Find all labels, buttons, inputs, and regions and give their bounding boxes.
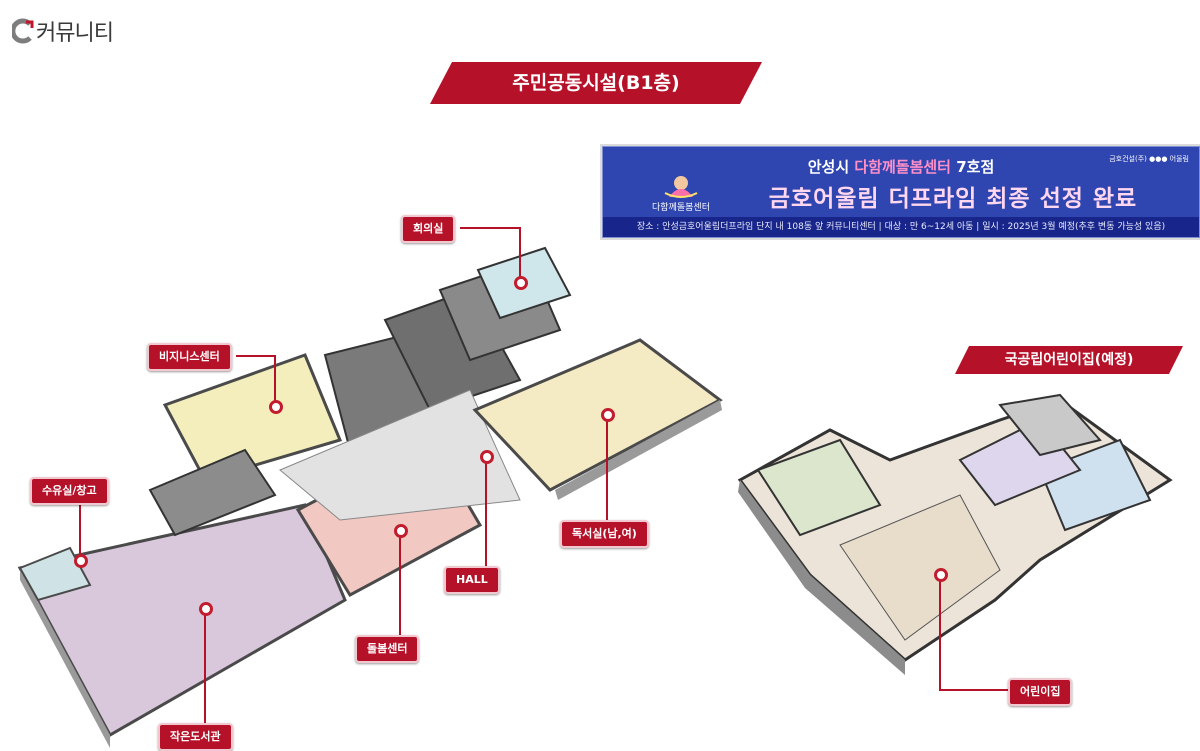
label-leader-lines (79, 227, 1010, 728)
nursery-section-text: 국공립어린이집(예정) (1004, 352, 1134, 368)
announcement-banner: 금호건설(주) ●●● 어울림 안성시 다함께돌봄센터 7호점 다함께돌봄센터 … (602, 146, 1200, 238)
logo-mark-icon (12, 18, 34, 44)
label-meeting-room: 회의실 (401, 215, 456, 243)
daycare-marker (934, 568, 948, 582)
small-library-marker (199, 602, 213, 616)
label-business-center: 비지니스센터 (147, 343, 232, 371)
announcement-main-text: 금호어울림 더프라임 최종 선정 완료 (768, 186, 1138, 212)
nursing-room-marker (74, 554, 88, 568)
label-care-center: 돌봄센터 (355, 635, 420, 663)
logo-text: 커뮤니티 (36, 21, 114, 46)
care-center-logo-text: 다함께돌봄센터 (652, 203, 710, 213)
label-reading-room: 독서실(남,여) (560, 520, 649, 548)
reading-room-marker (601, 408, 615, 422)
nursery-section-title: 국공립어린이집(예정) (955, 346, 1183, 374)
logo: 커뮤니티 (12, 14, 114, 48)
meeting-room-marker (514, 276, 528, 290)
partner-logos: 금호건설(주) ●●● 어울림 (1109, 155, 1189, 163)
announcement-highlight: 다함께돌봄센터 (854, 158, 951, 176)
nursery-banner-shape (955, 346, 1183, 374)
announcement-details: 장소 : 안성금호어울림더프라임 단지 내 108동 앞 커뮤니티센터 | 대상… (603, 217, 1199, 237)
daycare-floor-plan (737, 393, 1173, 675)
b1-floor-plan (17, 246, 723, 748)
title-banner-shape (430, 62, 762, 104)
announcement-headline: 안성시 다함께돌봄센터 7호점 (603, 156, 1199, 177)
label-hall: HALL (444, 566, 500, 594)
business-center-marker (269, 400, 283, 414)
label-daycare: 어린이집 (1008, 678, 1073, 706)
care-center-mascot-icon (664, 176, 698, 198)
announcement-suffix: 7호점 (950, 158, 995, 176)
label-nursing-storage: 수유실/창고 (30, 477, 109, 505)
announcement-prefix: 안성시 (807, 158, 855, 176)
page-title: 주민공동시설(B1층) (430, 62, 762, 104)
hall-marker (480, 450, 494, 464)
label-small-library: 작은도서관 (158, 723, 233, 751)
care-center-marker (394, 524, 408, 538)
care-center-logo: 다함께돌봄센터 (639, 173, 723, 213)
page-title-text: 주민공동시설(B1층) (512, 72, 680, 94)
